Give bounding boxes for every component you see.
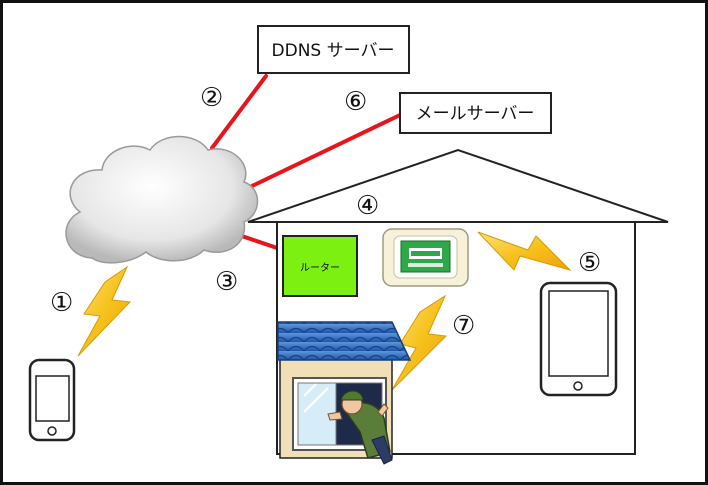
marker-1: ① [50, 288, 73, 318]
cloud-icon [65, 135, 259, 264]
ddns-server-box: DDNS サーバー [257, 25, 410, 74]
marker-7: ⑦ [452, 311, 475, 341]
router: ルーター [282, 235, 358, 297]
link-mail [250, 113, 402, 188]
mail-server-box: メールサーバー [399, 92, 552, 134]
wireless-bolt-phone-icon [77, 265, 132, 357]
window-section [277, 321, 412, 459]
marker-2: ② [200, 83, 223, 113]
sensor-device-icon [382, 228, 469, 287]
marker-3: ③ [215, 267, 238, 297]
marker-4: ④ [356, 191, 379, 221]
small-roof [277, 321, 412, 361]
wireless-bolt-intruder-icon [391, 294, 448, 391]
marker-5: ⑤ [578, 248, 601, 278]
intruder-icon [327, 390, 393, 465]
smartphone-icon [28, 358, 76, 442]
marker-6: ⑥ [344, 87, 367, 117]
router-label: ルーター [300, 262, 340, 274]
ddns-server-label: DDNS サーバー [272, 41, 395, 61]
wireless-bolt-tablet-icon [477, 231, 572, 271]
tablet-icon [539, 281, 618, 397]
mail-server-label: メールサーバー [416, 104, 535, 124]
link-ddns [210, 74, 268, 150]
